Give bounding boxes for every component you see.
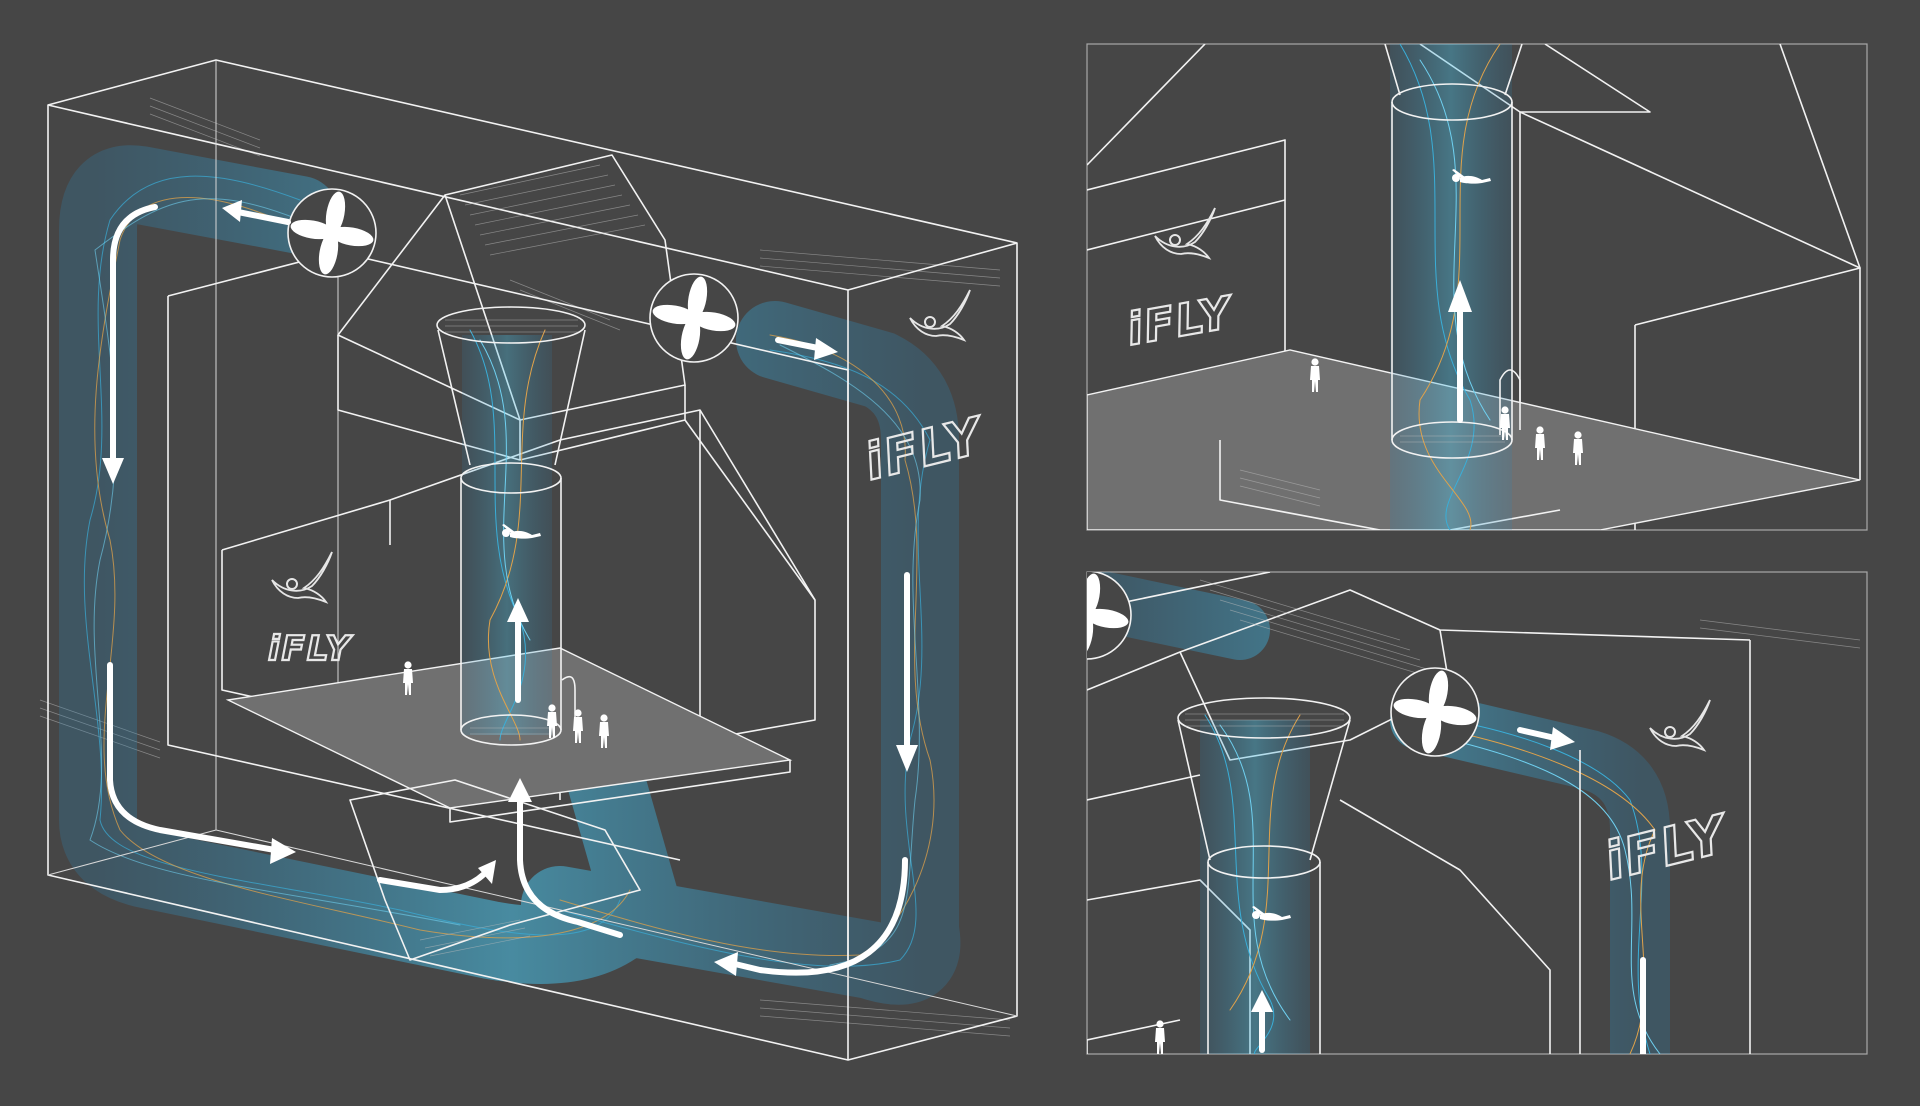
overview-cutaway: iFLY iFLY: [39, 59, 1018, 1061]
iFLY-logo-icon: [271, 551, 333, 603]
fan-icon: [287, 188, 377, 278]
iFLY-logo-icon: [909, 289, 971, 341]
inner-recess: [167, 251, 849, 960]
detail-upper-fan-return: iFLY: [1086, 571, 1868, 1055]
iFLY-logo-icon: [1649, 699, 1711, 751]
brand-label: iFLY: [268, 629, 353, 669]
lower-diffuser: [349, 779, 641, 961]
fan-icon: [1087, 572, 1132, 660]
airflow-arrow-icon: [107, 662, 278, 853]
airflow-arrow-icon: [775, 337, 821, 351]
detail-frame: [1086, 571, 1868, 1055]
airflow-arrow-icon: [110, 204, 158, 463]
iFLY-logo-icon: [1154, 207, 1216, 259]
fan-icon: [649, 273, 739, 363]
airflow-arrow-icon: [732, 857, 908, 976]
detail-flight-chamber: iFLY: [1086, 43, 1868, 531]
airflow-arrows: [102, 200, 918, 976]
airflow-arrow-icon: [517, 797, 623, 938]
fan-icon: [1390, 667, 1480, 757]
airflow-arrow-icon: [235, 209, 291, 225]
brand-label: iFLY: [1123, 287, 1239, 356]
